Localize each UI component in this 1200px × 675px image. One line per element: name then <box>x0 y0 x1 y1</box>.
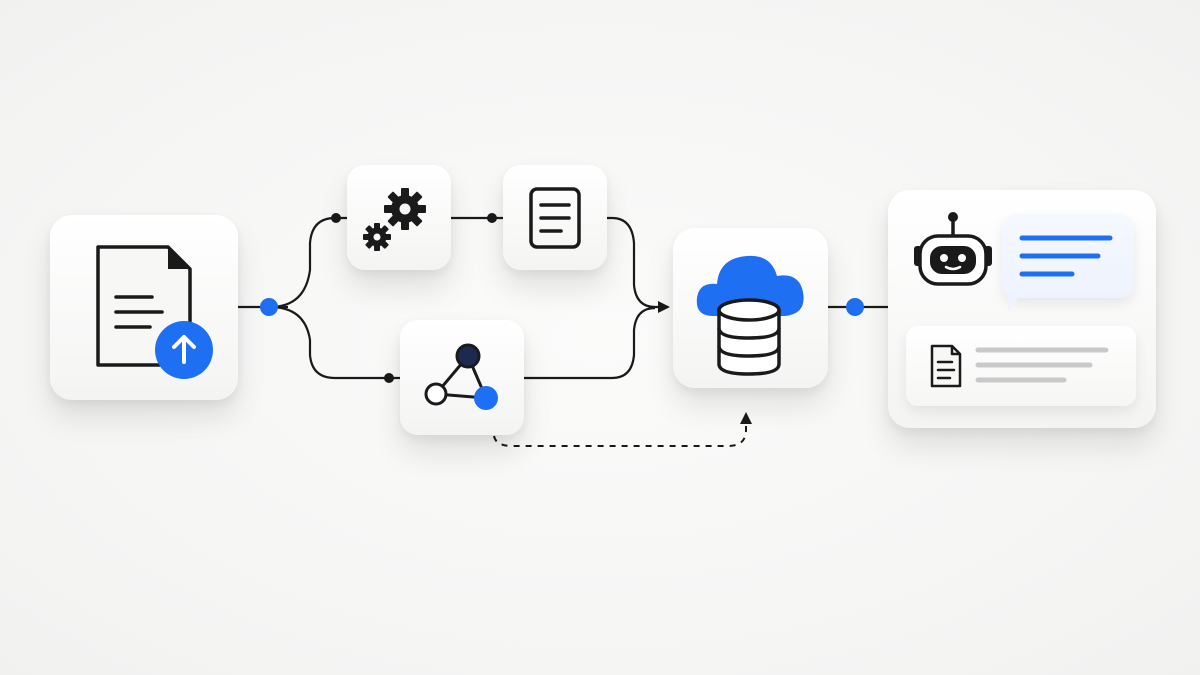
node-graph <box>400 320 524 435</box>
edge-endpoint-dot <box>384 373 394 383</box>
junction-dot-upload <box>260 298 278 316</box>
chat-bubble <box>1002 214 1134 298</box>
robot-icon <box>914 212 992 286</box>
edge-graph-storage <box>524 306 656 380</box>
document-lines-icon <box>529 187 581 249</box>
source-document-icon <box>930 344 1109 388</box>
node-process <box>347 165 451 270</box>
node-storage <box>673 228 828 388</box>
node-document <box>503 165 607 270</box>
chat-bubble-tail <box>1008 290 1024 312</box>
edge-endpoint-dot <box>487 213 497 223</box>
document-upload-icon <box>96 245 213 379</box>
chat-lines-icon <box>1019 235 1113 277</box>
edge-endpoint-dot <box>331 213 341 223</box>
network-graph-icon <box>424 343 498 410</box>
source-panel <box>906 326 1136 406</box>
junction-dot-storage <box>846 298 864 316</box>
node-assistant <box>888 190 1156 428</box>
edge-document-storage <box>607 216 670 313</box>
edge-graph-storage-dashed <box>493 412 752 447</box>
cloud-database-icon <box>696 255 804 376</box>
edge-upload-process <box>269 216 347 309</box>
node-upload <box>50 215 238 400</box>
gears-icon <box>363 188 426 251</box>
edge-upload-graph <box>269 305 400 380</box>
